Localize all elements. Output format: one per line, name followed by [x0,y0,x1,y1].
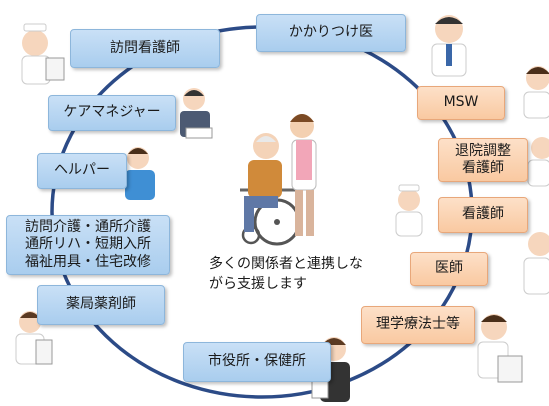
nurse-person-illustration-right [395,184,423,237]
therapist-person-illustration [477,314,523,383]
center-caption: 多くの関係者と連携しな がら支援します [209,256,363,293]
node-helper: ヘルパー [37,153,127,189]
node-discharge-nurse: 退院調整 看護師 [438,138,528,182]
care-manager-person-illustration [180,88,213,139]
wheelchair-elder-illustration [240,114,317,246]
nurse-person-illustration-topleft [21,23,65,85]
helper-person-illustration [125,147,155,200]
discharge-nurse-person-illustration [527,137,549,187]
node-doctor: 医師 [410,252,488,286]
node-city-office: 市役所・保健所 [183,342,331,382]
doctor-person-illustration-right [523,232,549,295]
node-msw: MSW [417,86,505,120]
node-care-manager: ケアマネジャー [48,95,176,131]
node-kakaritsuke: かかりつけ医 [256,14,406,52]
msw-person-illustration [523,66,549,119]
node-nurse: 看護師 [438,197,528,233]
node-houmon-kango: 訪問看護師 [70,29,220,68]
node-pt: 理学療法士等 [361,306,475,344]
node-pharmacist: 薬局薬剤師 [37,285,165,325]
node-services: 訪問介護・通所介護 通所リハ・短期入所 福祉用具・住宅改修 [6,215,170,275]
doctor-person-illustration [431,15,467,77]
pharmacist-person-illustration [15,311,53,365]
